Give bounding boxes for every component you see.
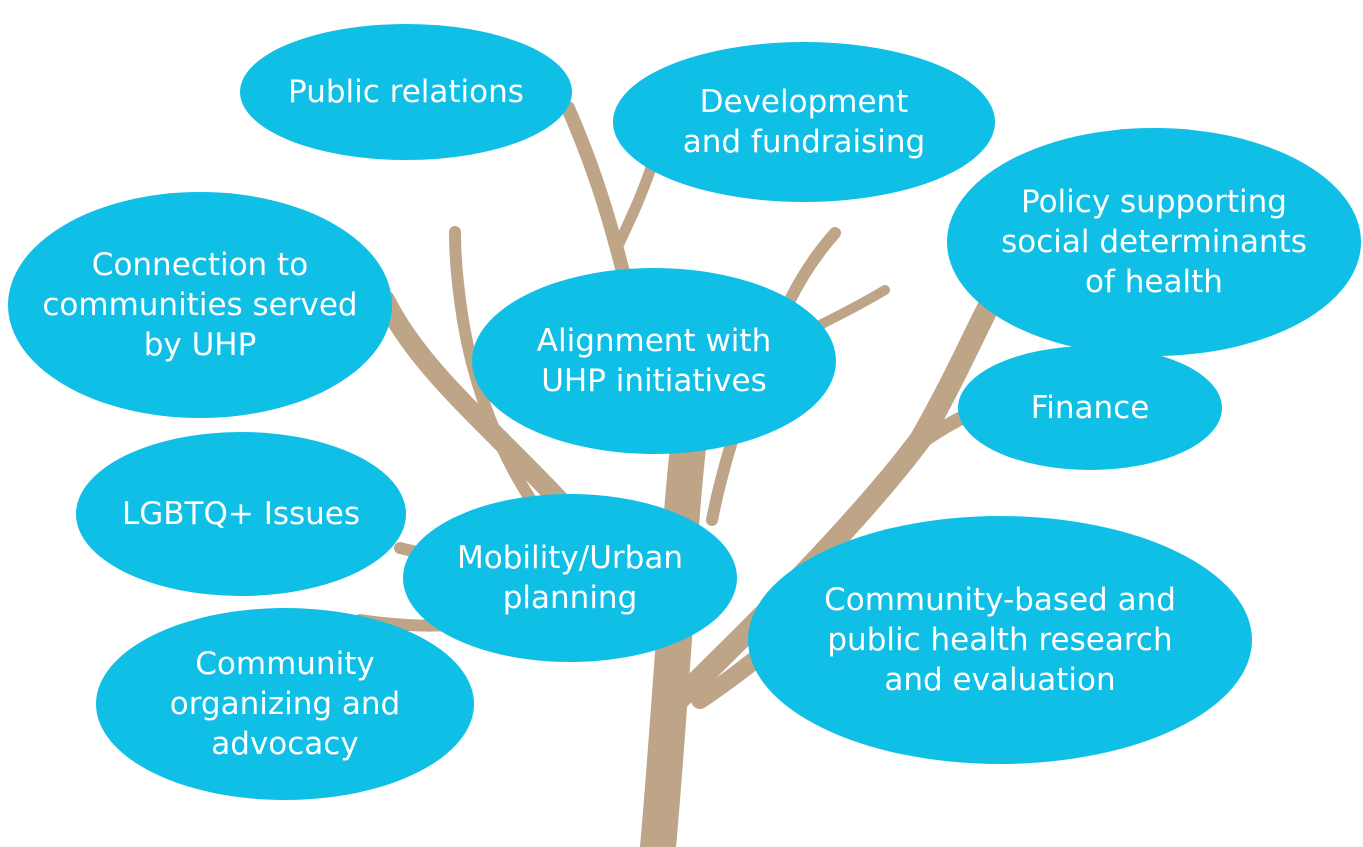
lgbtq-label: LGBTQ+ Issues [121,495,361,532]
public-relations-label: Public relations [288,73,524,110]
bubble-policy: Policy supporting social determinants of… [947,128,1361,356]
bubble-lgbtq: LGBTQ+ Issues [76,432,406,596]
bubble-finance: Finance [958,346,1222,470]
connection-label: Connection to communities served by UHP [42,246,358,364]
branch-left-inner [449,226,551,526]
bubble-connection: Connection to communities served by UHP [8,192,392,418]
bubble-organizing: Community organizing and advocacy [96,608,474,800]
bubble-development: Development and fundraising [613,42,995,202]
mobility-label: Mobility/Urban planning [457,539,683,616]
bubble-alignment: Alignment with UHP initiatives [472,268,836,454]
research-label: Community-based and public health resear… [824,581,1176,699]
bubble-public-relations: Public relations [240,24,572,160]
organizing-label: Community organizing and advocacy [169,645,401,763]
policy-label: Policy supporting social determinants of… [1001,183,1307,301]
branch-development [610,159,658,256]
alignment-label: Alignment with UHP initiatives [536,322,772,399]
development-label: Development and fundraising [682,83,926,160]
finance-label: Finance [1030,389,1150,426]
bubble-research: Community-based and public health resear… [748,516,1252,764]
bubble-mobility: Mobility/Urban planning [403,494,737,662]
